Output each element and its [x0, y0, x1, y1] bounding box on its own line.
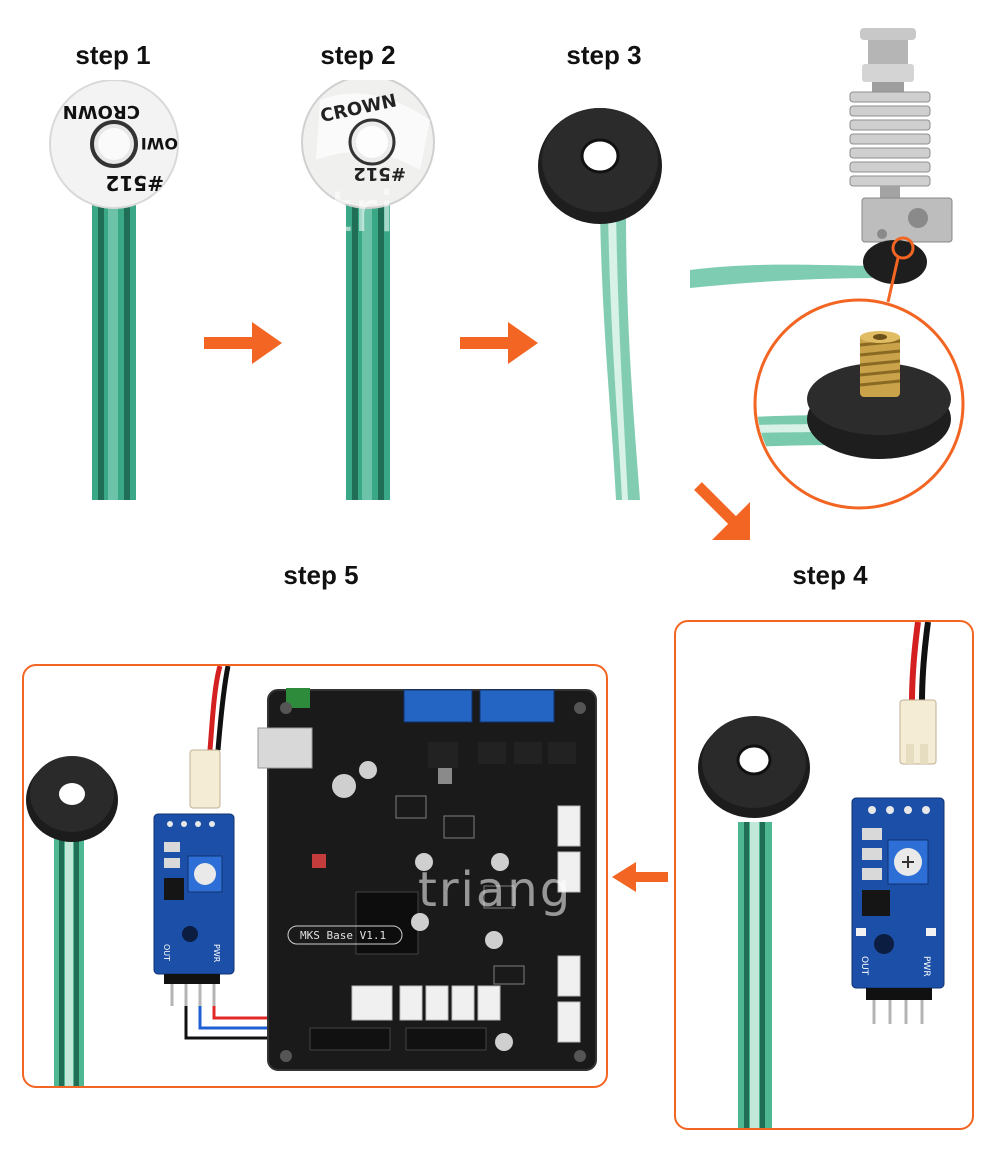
sensor-brand-partial-text: OWI	[141, 134, 178, 153]
step-3-label: step 3	[566, 40, 642, 70]
step-2-label: step 2	[320, 40, 396, 70]
module-pwr-label: PWR	[921, 956, 931, 977]
sensor-brand-text: CROWN	[63, 101, 140, 122]
step-4-panel: OUT PWR	[674, 620, 974, 1130]
sensor-model-text: #512	[105, 171, 164, 195]
sensor-model-text-2: #512	[353, 163, 406, 184]
step-5-label: step 5	[283, 560, 359, 590]
zoom-callout-circle	[752, 297, 966, 511]
step-2-sensor-image: CROWN #512	[290, 80, 440, 500]
hotend-image	[690, 20, 990, 310]
step-4-label: step 4	[792, 560, 868, 590]
arrow-right-icon	[460, 318, 540, 368]
board-label: MKS Base V1.1	[300, 929, 386, 942]
step-1-sensor-image: CROWN #512 OWI	[40, 80, 190, 500]
arrow-left-icon	[610, 860, 670, 896]
step-5-panel: OUT PWR	[22, 664, 608, 1088]
arrow-down-right-icon	[690, 478, 760, 548]
step-3-sensor-image	[530, 80, 680, 500]
module-out-label: OUT	[859, 956, 869, 976]
arrow-right-icon	[204, 318, 284, 368]
module-pwr-label-2: PWR	[212, 944, 221, 963]
module-out-label-2: OUT	[162, 944, 171, 961]
step-1-label: step 1	[75, 40, 151, 70]
